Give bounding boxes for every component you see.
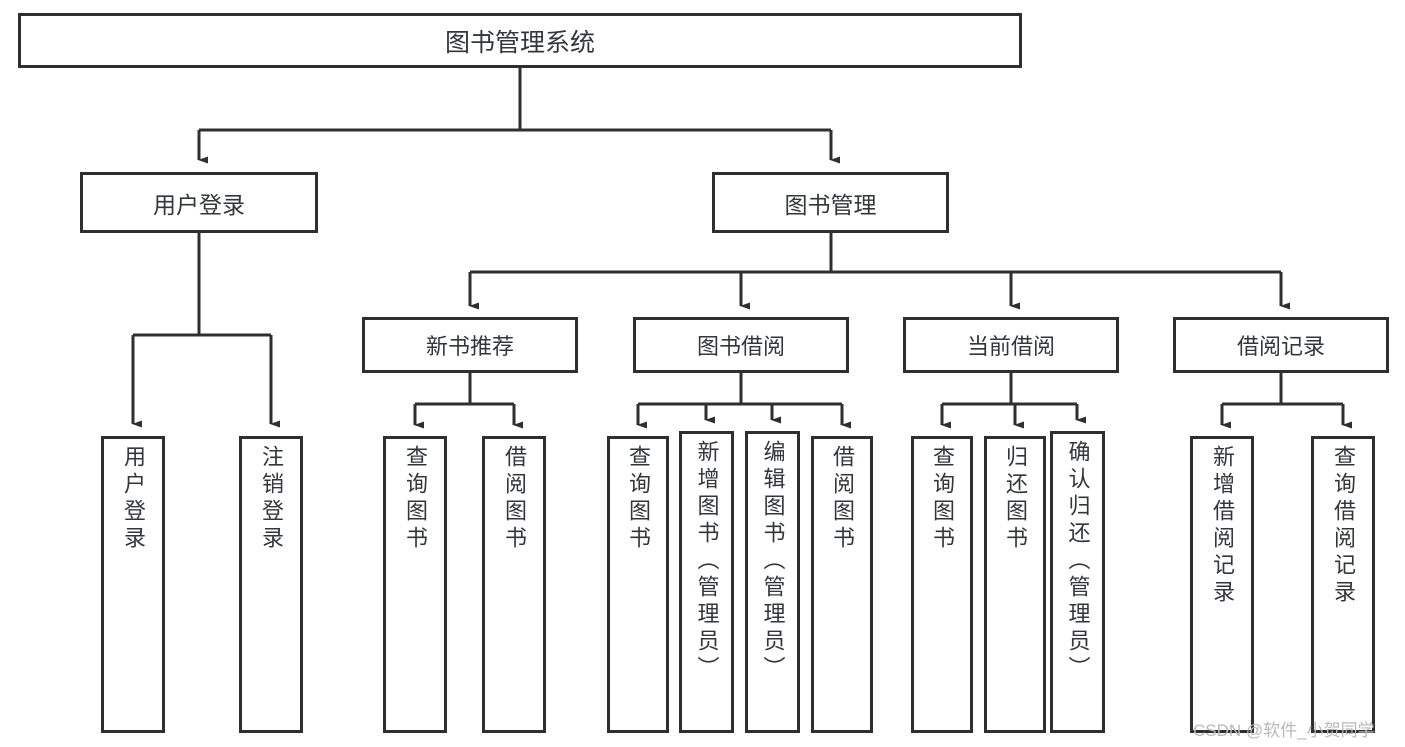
node-label: 归还图书 [1003, 445, 1028, 553]
node-label: 编辑图书（管理员） [760, 440, 786, 683]
leaf-label-wrap: 归还图书 [987, 445, 1043, 553]
node-leaf-7[interactable]: 借阅图书 [811, 436, 873, 733]
node-level2-2[interactable]: 当前借阅 [903, 317, 1119, 373]
leaf-label-wrap: 用户登录 [104, 445, 162, 553]
node-label: 新增借阅记录 [1210, 445, 1235, 607]
leaf-label-wrap: 借阅图书 [485, 445, 543, 553]
csdn-watermark: CSDN @软件_小贺同学 [1193, 721, 1375, 740]
leaf-label-wrap: 注销登录 [242, 445, 300, 553]
node-leaf-5[interactable]: 新增图书（管理员） [679, 431, 734, 733]
leaf-label-wrap: 确认归还（管理员） [1053, 440, 1102, 683]
node-root-图书管理系统[interactable]: 图书管理系统 [18, 13, 1022, 68]
node-leaf-9[interactable]: 归还图书 [984, 436, 1046, 733]
node-label: 用户登录 [153, 191, 245, 218]
node-leaf-3[interactable]: 借阅图书 [482, 436, 546, 733]
node-level1-1[interactable]: 图书管理 [712, 172, 949, 233]
node-level2-0[interactable]: 新书推荐 [362, 317, 578, 373]
node-label: 确认归还（管理员） [1065, 440, 1091, 683]
node-label: 借阅记录 [1236, 334, 1325, 359]
node-label: 当前借阅 [966, 334, 1055, 359]
node-leaf-1[interactable]: 注销登录 [239, 436, 303, 733]
node-label: 查询图书 [626, 445, 651, 553]
node-level1-0[interactable]: 用户登录 [80, 172, 318, 233]
node-level2-1[interactable]: 图书借阅 [633, 317, 849, 373]
node-leaf-11[interactable]: 新增借阅记录 [1190, 436, 1254, 733]
leaf-label-wrap: 借阅图书 [814, 445, 870, 553]
node-label: 借阅图书 [502, 445, 527, 553]
node-label: 图书借阅 [696, 334, 785, 359]
leaf-label-wrap: 编辑图书（管理员） [748, 440, 797, 683]
node-leaf-4[interactable]: 查询图书 [607, 436, 669, 733]
node-label: 借阅图书 [830, 445, 855, 553]
node-label: 图书管理 [784, 191, 877, 218]
leaf-label-wrap: 查询图书 [914, 445, 970, 553]
node-level2-3[interactable]: 借阅记录 [1173, 317, 1389, 373]
node-leaf-10[interactable]: 确认归还（管理员） [1050, 431, 1105, 733]
node-leaf-6[interactable]: 编辑图书（管理员） [745, 431, 800, 733]
node-label: 新增图书（管理员） [694, 440, 720, 683]
node-leaf-12[interactable]: 查询借阅记录 [1311, 436, 1375, 733]
node-leaf-8[interactable]: 查询图书 [911, 436, 973, 733]
leaf-label-wrap: 查询借阅记录 [1314, 445, 1372, 607]
node-label: 注销登录 [259, 445, 284, 553]
leaf-label-wrap: 新增图书（管理员） [682, 440, 731, 683]
node-label: 查询借阅记录 [1331, 445, 1356, 607]
node-leaf-0[interactable]: 用户登录 [101, 436, 165, 733]
node-label: 查询图书 [930, 445, 955, 553]
leaf-label-wrap: 查询图书 [610, 445, 666, 553]
leaf-label-wrap: 新增借阅记录 [1193, 445, 1251, 607]
node-leaf-2[interactable]: 查询图书 [383, 436, 447, 733]
node-label: 用户登录 [121, 445, 146, 553]
node-label: 查询图书 [403, 445, 428, 553]
node-label: 新书推荐 [425, 334, 514, 359]
node-label: 图书管理系统 [444, 28, 595, 57]
leaf-label-wrap: 查询图书 [386, 445, 444, 553]
